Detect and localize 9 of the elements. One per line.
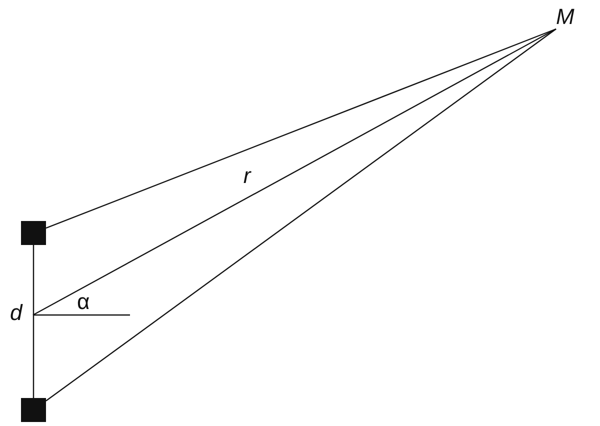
distance-label: d <box>10 302 22 324</box>
source-square <box>21 221 46 245</box>
line <box>32 245 34 398</box>
angle-label: α <box>77 291 90 313</box>
point-label: M <box>556 6 582 29</box>
line <box>46 28 556 229</box>
source-square <box>21 398 46 422</box>
line <box>32 28 556 316</box>
line <box>46 28 556 402</box>
